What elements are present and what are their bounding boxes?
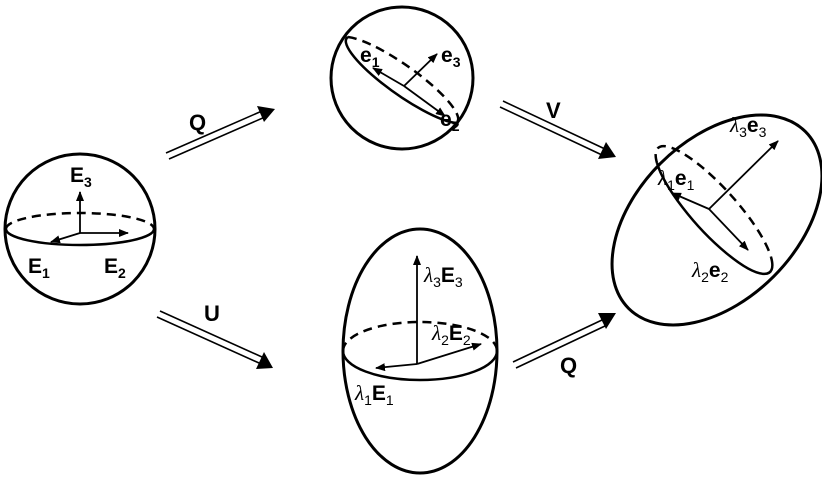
rotated-e1-label: e1: [360, 44, 380, 70]
reference-sphere: E3 E1 E2: [3, 152, 157, 306]
reference-e1-label: E1: [28, 255, 50, 281]
stretched-e2-vector: [416, 342, 482, 365]
deformed-e1-label: λ1e1: [657, 166, 695, 193]
deformed-e2-label: λ2e2: [691, 258, 729, 285]
stretched-e1-vector: [375, 363, 418, 372]
arrow-q-top: Q: [165, 106, 275, 160]
arrow-v-label: V: [546, 98, 561, 123]
deformed-ellipsoid-outline: [610, 113, 822, 327]
stretched-e3-label: λ3E3: [423, 263, 463, 290]
stretched-ellipsoid-outline: [341, 227, 499, 475]
rotated-e2-label: e2: [440, 108, 460, 134]
rotated-sphere-outline: [329, 5, 475, 151]
rotated-e1-vector: [372, 67, 405, 87]
stretched-equator-front: [341, 350, 499, 382]
arrow-u: U: [156, 301, 273, 369]
rotated-e3-vector: [403, 53, 438, 87]
rotated-e3-label: e3: [441, 44, 461, 70]
deformed-ellipsoid: λ3e3 λ1e1 λ2e2: [610, 113, 822, 327]
arrow-q-bottom: Q: [512, 313, 616, 378]
rotated-equator-back: [347, 35, 460, 125]
reference-e3-label: E3: [70, 164, 92, 190]
arrow-v: V: [499, 98, 616, 159]
arrow-u-label: U: [204, 301, 220, 326]
reference-equator-front: [4, 228, 156, 247]
rotated-sphere: e1 e3 e2: [329, 5, 475, 151]
rotated-equator-front: [344, 35, 457, 125]
arrow-q-top-label: Q: [189, 110, 206, 135]
stretched-e2-label: λ2E2: [431, 321, 471, 348]
deformed-e3-vector: [708, 140, 779, 210]
reference-e1-vector: [50, 232, 81, 244]
rotated-e2-vector: [403, 85, 446, 117]
stretched-equator-back: [341, 320, 499, 352]
arrow-q-bottom-label: Q: [560, 353, 577, 378]
deformed-equator-front: [655, 162, 774, 276]
stretched-e1-label: λ1E1: [354, 381, 394, 408]
reference-e2-label: E2: [104, 255, 126, 281]
deformed-e1-vector: [671, 192, 710, 210]
deformed-equator-back: [654, 144, 773, 258]
deformed-e2-vector: [708, 208, 749, 251]
deformed-e3-label: λ3e3: [729, 113, 767, 140]
stretched-ellipsoid: λ3E3 λ2E2 λ1E1: [341, 227, 499, 475]
